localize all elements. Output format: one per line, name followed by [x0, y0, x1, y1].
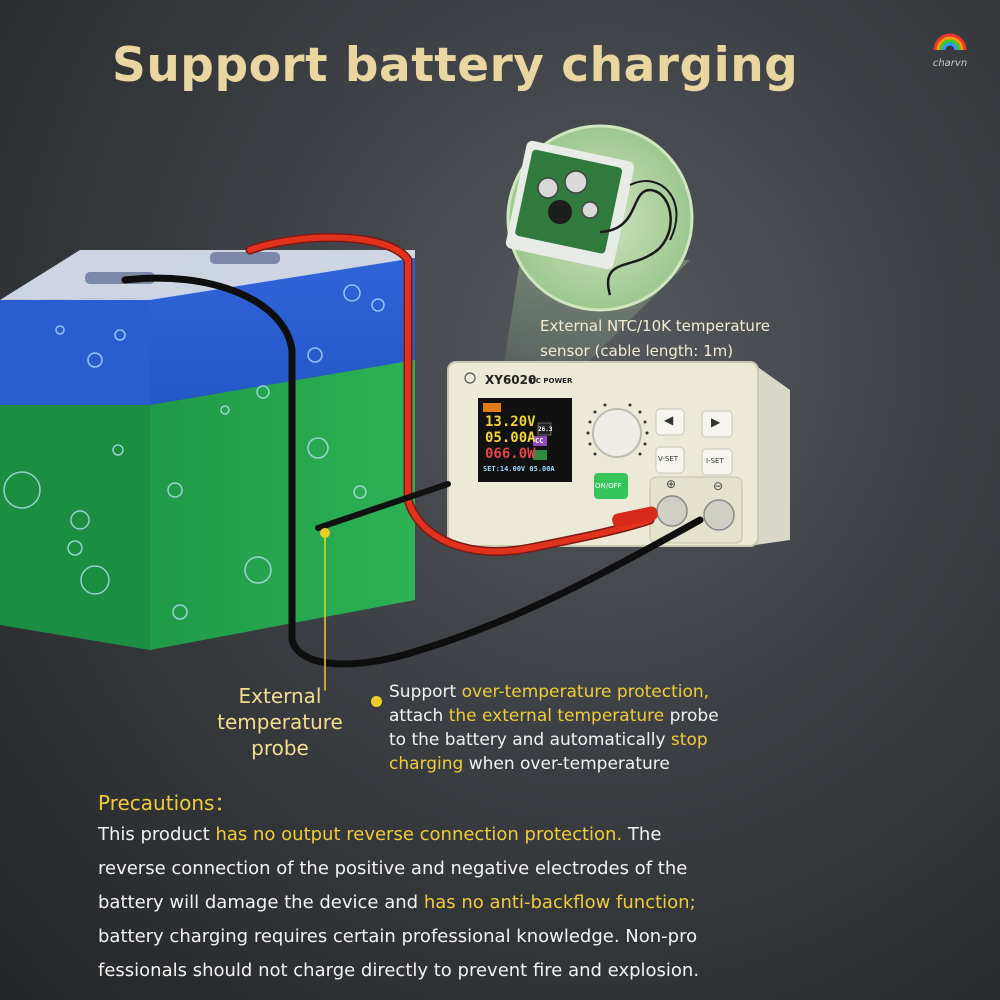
plus-terminal-icon: ⊕ — [666, 477, 677, 491]
otp-text: to the battery and automatically — [389, 730, 671, 750]
device-model: XY6020 — [485, 373, 537, 387]
battery — [0, 250, 415, 650]
lcd-power: 066.0W — [485, 446, 536, 462]
logo-text: charvn — [932, 58, 968, 69]
precautions-text: This product — [98, 824, 216, 845]
on-off-button[interactable]: ON/OFF — [595, 482, 622, 490]
probe-label-line1: External — [238, 684, 322, 708]
otp-highlight: charging — [389, 754, 464, 774]
precautions-title: Precautions： — [98, 791, 235, 815]
sensor-label-line1: External NTC/10K temperature — [540, 317, 771, 335]
sensor-label-line2: sensor (cable length: 1m) — [540, 342, 734, 360]
probe-label-line3: probe — [251, 736, 309, 760]
dc-power-device — [447, 361, 790, 547]
probe-label-line2: temperature — [217, 710, 343, 734]
precautions-body: This product has no output reverse conne… — [98, 818, 699, 988]
right-arrow-button[interactable]: ▶ — [711, 415, 721, 429]
otp-highlight: over-temperature protection, — [461, 682, 710, 702]
precautions-line: battery charging requires certain profes… — [98, 926, 698, 947]
lcd-temp: 26.3 — [538, 426, 553, 433]
probe-label: External temperature probe — [200, 683, 360, 761]
ntc-sensor-illustration — [505, 124, 694, 312]
precautions-text: The — [622, 824, 662, 845]
otp-text: attach — [389, 706, 449, 726]
otp-text: Support — [389, 682, 462, 702]
device-subtitle: DC POWER — [530, 377, 573, 385]
bullet-dot-icon — [371, 696, 382, 707]
otp-text: when over-temperature — [463, 754, 670, 774]
rainbow-logo-icon — [933, 33, 967, 51]
otp-highlight: the external temperature — [448, 706, 665, 726]
otp-description: Support over-temperature protection, att… — [389, 680, 719, 776]
sensor-label: External NTC/10K temperature sensor (cab… — [540, 314, 770, 364]
precautions-line: fessionals should not charge directly to… — [98, 960, 700, 981]
precautions-highlight: has no anti-backflow function; — [423, 892, 696, 913]
otp-text: probe — [664, 706, 719, 726]
precautions-highlight: has no output reverse connection protect… — [215, 824, 623, 845]
page-title: Support battery charging — [112, 38, 799, 93]
lcd-voltage: 13.20V — [485, 414, 536, 430]
lcd-set-line: SET:14.00V 05.00A — [483, 465, 555, 473]
i-set-button[interactable]: I-SET — [706, 457, 724, 465]
left-arrow-button[interactable]: ◀ — [664, 413, 674, 427]
brand-logo: charvn — [925, 20, 975, 80]
cables — [121, 233, 704, 691]
lcd-mode: CC — [535, 437, 544, 445]
v-set-button[interactable]: V-SET — [658, 455, 679, 463]
lcd-current: 05.00A — [485, 430, 536, 446]
precautions-text: battery will damage the device and — [98, 892, 424, 913]
minus-terminal-icon: ⊖ — [713, 479, 724, 493]
precautions-line: reverse connection of the positive and n… — [98, 858, 688, 879]
otp-highlight: stop — [670, 730, 708, 750]
